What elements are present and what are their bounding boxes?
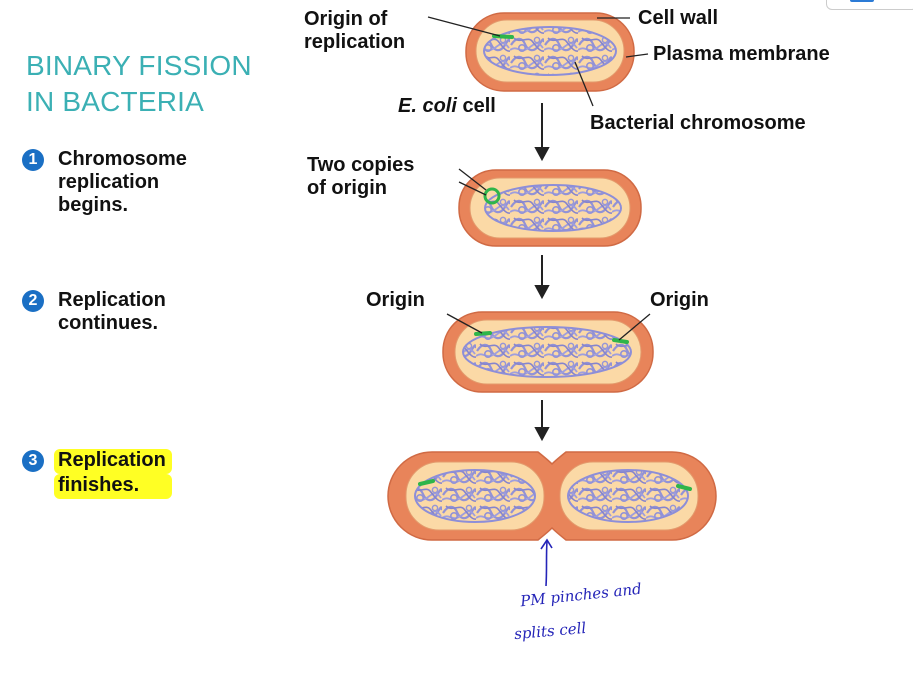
step-3-badge: 3 (22, 450, 44, 472)
origin-marker-2 (483, 187, 501, 205)
step-1-line-1: Chromosome (58, 148, 187, 170)
handwritten-arrow (540, 538, 553, 587)
ecoli-cell-4-dividing (387, 451, 717, 541)
page-title: BINARY FISSION IN BACTERIA (26, 48, 252, 120)
step-2-line-2: continues. (58, 312, 159, 334)
step-2-text: Replication continues. (58, 289, 166, 335)
corner-widget[interactable] (826, 0, 913, 10)
ecoli-cell-1 (465, 12, 635, 92)
step-3-line-1: Replication (54, 449, 172, 474)
label-origin-of-replication: Origin of replication (304, 8, 405, 54)
step-1-line-3: begins. (58, 194, 129, 216)
label-ecoli-italic: E. coli (398, 95, 457, 117)
label-origin-of-replication-line-1: Origin of (304, 8, 388, 30)
label-ecoli-cell: E. coli cell (398, 95, 496, 118)
step-2: 2 Replication continues. (22, 289, 166, 335)
step-3-text: Replication finishes. (54, 449, 172, 499)
label-plasma-membrane: Plasma membrane (653, 43, 830, 65)
label-two-copies-line-1: Two copies (307, 154, 415, 176)
process-arrows (534, 103, 550, 442)
label-origin-of-replication-line-2: replication (304, 31, 406, 53)
leader-lines (427, 16, 651, 341)
label-two-copies-line-2: of origin (307, 177, 387, 199)
step-2-badge: 2 (22, 290, 44, 312)
title-line-2: IN BACTERIA (26, 86, 205, 117)
step-1-text: Chromosome replication begins. (58, 148, 187, 217)
step-1-badge: 1 (22, 149, 44, 171)
step-3-line-2: finishes. (54, 474, 172, 499)
step-1: 1 Chromosome replication begins. (22, 148, 187, 217)
step-1-line-2: replication (58, 171, 160, 193)
label-origin-left: Origin (366, 289, 425, 311)
origin-marker-4b (676, 484, 692, 491)
corner-widget-tab[interactable] (850, 0, 874, 2)
label-cell-wall: Cell wall (638, 7, 719, 29)
label-bacterial-chromosome: Bacterial chromosome (590, 112, 806, 134)
step-3: 3 Replication finishes. (22, 449, 172, 499)
label-origin-right: Origin (650, 289, 709, 311)
label-two-copies-of-origin: Two copies of origin (307, 154, 414, 200)
origin-marker-1 (492, 34, 514, 39)
title-line-1: BINARY FISSION (26, 50, 252, 81)
origin-marker-4a (418, 479, 435, 486)
step-2-line-1: Replication (58, 289, 166, 311)
origin-marker-3a (474, 331, 492, 336)
ecoli-cell-3 (442, 311, 654, 393)
ecoli-cell-2 (458, 169, 642, 247)
origin-marker-3b (612, 338, 629, 344)
label-ecoli-rest: cell (456, 95, 496, 117)
